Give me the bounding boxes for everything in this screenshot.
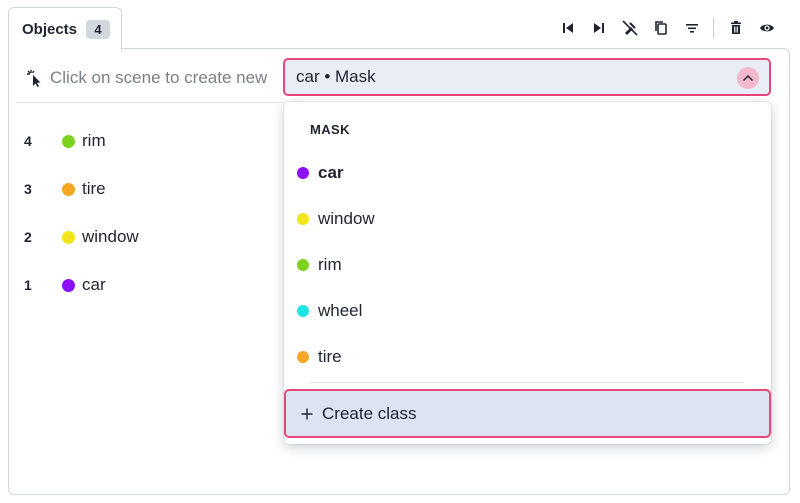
dropdown-option-tire[interactable]: tire bbox=[297, 334, 375, 380]
object-label: tire bbox=[82, 179, 106, 198]
class-color-dot bbox=[297, 167, 309, 179]
class-color-dot bbox=[62, 278, 75, 292]
delete-icon bbox=[730, 21, 741, 34]
object-label: window bbox=[82, 227, 139, 246]
dropdown-option-wheel[interactable]: wheel bbox=[297, 288, 375, 334]
option-label: window bbox=[318, 209, 375, 228]
filter-button[interactable] bbox=[680, 17, 703, 39]
skip-to-end-icon bbox=[593, 23, 604, 33]
class-color-dot bbox=[62, 182, 75, 196]
class-select-value: car • Mask bbox=[296, 67, 376, 86]
objects-list: 4 rim 3 tire 2 window 1 car bbox=[24, 117, 139, 309]
list-item[interactable]: 1 car bbox=[24, 261, 139, 309]
class-color-dot bbox=[297, 259, 309, 271]
hide-annotations-button[interactable] bbox=[618, 17, 641, 39]
copy-button[interactable] bbox=[649, 17, 672, 39]
dropdown-group-heading: MASK bbox=[310, 122, 350, 137]
object-index: 4 bbox=[24, 133, 32, 149]
object-label: car bbox=[82, 275, 106, 294]
option-label: tire bbox=[318, 347, 342, 366]
visibility-icon bbox=[759, 24, 774, 32]
object-index: 2 bbox=[24, 229, 32, 245]
list-item[interactable]: 4 rim bbox=[24, 117, 139, 165]
dropdown-divider bbox=[310, 382, 744, 383]
class-color-dot bbox=[297, 213, 309, 225]
object-index: 3 bbox=[24, 181, 32, 197]
visibility-button[interactable] bbox=[755, 17, 778, 39]
hide-annotations-icon bbox=[621, 20, 638, 36]
class-color-dot bbox=[62, 134, 75, 148]
dropdown-option-rim[interactable]: rim bbox=[297, 242, 375, 288]
click-cursor-icon bbox=[27, 70, 41, 87]
tab-label: Objects bbox=[22, 20, 78, 38]
skip-to-end-button[interactable] bbox=[587, 17, 610, 39]
create-new-hint[interactable]: Click on scene to create new bbox=[26, 64, 267, 92]
option-label: rim bbox=[318, 255, 342, 274]
dropdown-options: car window rim wheel tire bbox=[297, 150, 375, 380]
option-label: wheel bbox=[318, 301, 363, 320]
tab-objects[interactable]: Objects 4 bbox=[8, 7, 122, 50]
class-dropdown-menu: MASK car window rim wheel tire Create cl… bbox=[284, 102, 771, 444]
object-index: 1 bbox=[24, 277, 32, 293]
filter-icon bbox=[685, 24, 698, 33]
skip-to-start-icon bbox=[562, 23, 573, 33]
create-hint-text: Click on scene to create new bbox=[50, 68, 268, 87]
class-color-dot bbox=[297, 351, 309, 363]
chevron-up-icon bbox=[742, 74, 754, 82]
dropdown-option-car[interactable]: car bbox=[297, 150, 375, 196]
class-select[interactable]: car • Mask bbox=[283, 58, 771, 96]
class-color-dot bbox=[297, 305, 309, 317]
collapse-button[interactable] bbox=[737, 67, 759, 89]
object-count-badge: 4 bbox=[86, 19, 111, 39]
class-color-dot bbox=[62, 230, 75, 244]
toolbar-separator bbox=[713, 18, 714, 38]
delete-button[interactable] bbox=[724, 17, 747, 39]
row-divider bbox=[16, 102, 284, 103]
plus-icon bbox=[301, 408, 313, 419]
create-class-button[interactable]: Create class bbox=[284, 389, 771, 438]
create-class-label: Create class bbox=[322, 403, 417, 423]
copy-icon bbox=[654, 21, 667, 35]
skip-to-start-button[interactable] bbox=[556, 17, 579, 39]
dropdown-option-window[interactable]: window bbox=[297, 196, 375, 242]
objects-toolbar bbox=[556, 17, 778, 39]
list-item[interactable]: 3 tire bbox=[24, 165, 139, 213]
object-label: rim bbox=[82, 131, 106, 150]
option-label: car bbox=[318, 163, 344, 182]
list-item[interactable]: 2 window bbox=[24, 213, 139, 261]
